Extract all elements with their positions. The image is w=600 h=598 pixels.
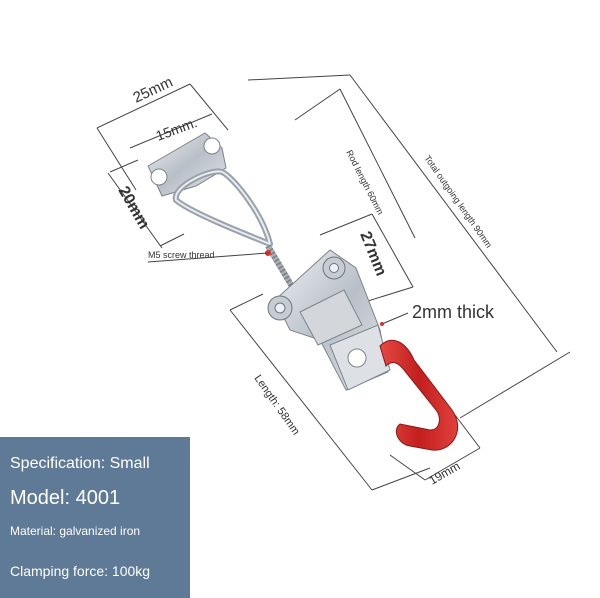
dim-label-thickness: 2mm thick (412, 302, 495, 322)
dimension-lines (96, 74, 571, 491)
dim-label-19mm: 19mm (427, 459, 463, 488)
catch-plate (147, 132, 227, 197)
spec-material: Material: galvanized iron (10, 524, 141, 538)
dim-label-58mm: Length: 58mm (252, 373, 302, 437)
dim-label-15mm: 15mm. (154, 114, 200, 144)
dim-label-20mm: 20mm (115, 184, 153, 233)
spec-clamping-force: Clamping force: 100kg (10, 563, 151, 579)
spec-specification: Specification: Small (10, 455, 150, 472)
thread-leader-line (147, 252, 269, 263)
dim-label-thread: M5 screw thread (148, 250, 215, 260)
thickness-leader-line (381, 312, 409, 325)
dim-label-total-length: Total outgoing length 90mm (422, 153, 494, 249)
clamp-body (267, 249, 391, 391)
toggle-clamp (147, 132, 458, 451)
spec-panel: Specification: Small Model: 4001 Materia… (0, 437, 190, 598)
red-handle (379, 339, 458, 451)
spec-model: Model: 4001 (10, 487, 121, 509)
dim-label-rod-length: Rod length 60mm (344, 148, 385, 216)
